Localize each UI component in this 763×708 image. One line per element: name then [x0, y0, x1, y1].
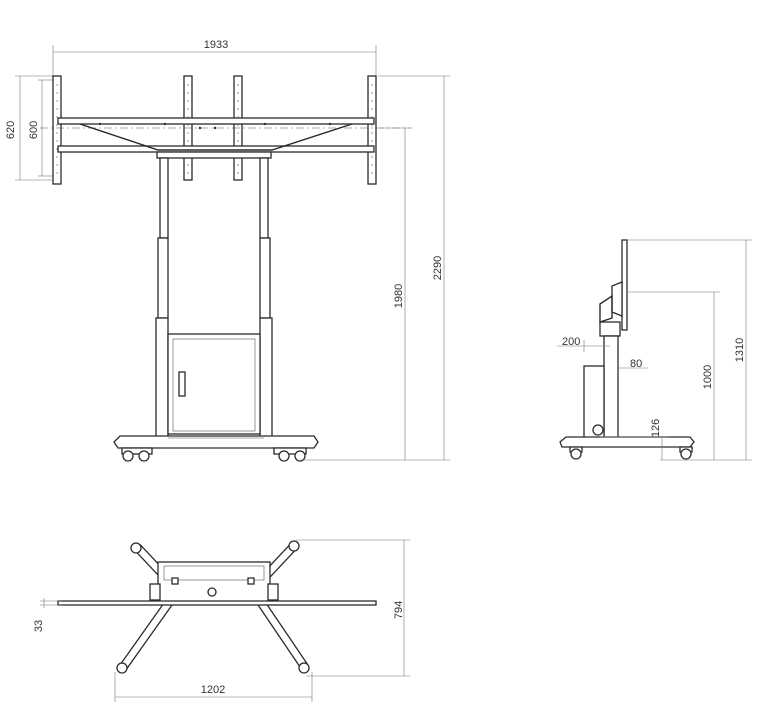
side-knob: [592, 424, 604, 436]
front-view: 1933 620 600: [5, 39, 450, 462]
mount-arm-1: [52, 75, 62, 185]
side-arm: [599, 294, 613, 323]
dim-mount-height: 1000: [702, 365, 714, 389]
side-column: [603, 335, 619, 439]
dim-base-height: 126: [650, 419, 662, 437]
cabinet-handle: [178, 371, 186, 397]
right-column-lower: [259, 317, 273, 439]
dim-overall-height: 2290: [432, 256, 444, 280]
dim-top-height: 1310: [734, 338, 746, 362]
mount-arm-4: [367, 75, 377, 185]
left-column-mid: [157, 237, 169, 319]
top-rail: [57, 600, 377, 606]
dim-depth-offset: 200: [562, 336, 580, 348]
dim-column-depth: 80: [630, 358, 642, 370]
side-casters: [569, 446, 693, 460]
side-view: 200 80 126 1000 1310: [557, 239, 752, 461]
front-base: [113, 435, 319, 449]
top-casters: [116, 540, 310, 674]
top-view: 33 794 1202: [33, 539, 410, 702]
bracket-plate: [79, 123, 353, 151]
top-knob: [207, 587, 217, 597]
column-cap: [156, 151, 272, 159]
dim-rail-offset: 33: [33, 620, 45, 632]
dim-overall-width: 1933: [204, 39, 228, 51]
lower-rail: [57, 145, 375, 153]
dim-base-width: 1202: [201, 684, 225, 696]
side-column-top: [599, 321, 621, 337]
dim-base-depth: 794: [393, 601, 405, 619]
side-base: [559, 436, 695, 448]
bracket-holes: [98, 122, 332, 130]
side-bracket: [611, 281, 623, 317]
front-casters: [121, 447, 307, 462]
dim-inner-height: 600: [28, 121, 40, 139]
right-column-upper: [259, 157, 269, 239]
left-column-lower: [155, 317, 169, 439]
dim-outer-height: 620: [5, 121, 17, 139]
right-column-mid: [259, 237, 271, 319]
dim-crossbar-height: 1980: [393, 284, 405, 308]
upper-rail: [57, 117, 375, 125]
side-display-panel: [621, 239, 628, 331]
left-column-upper: [159, 157, 169, 239]
cabinet-door: [172, 338, 256, 432]
